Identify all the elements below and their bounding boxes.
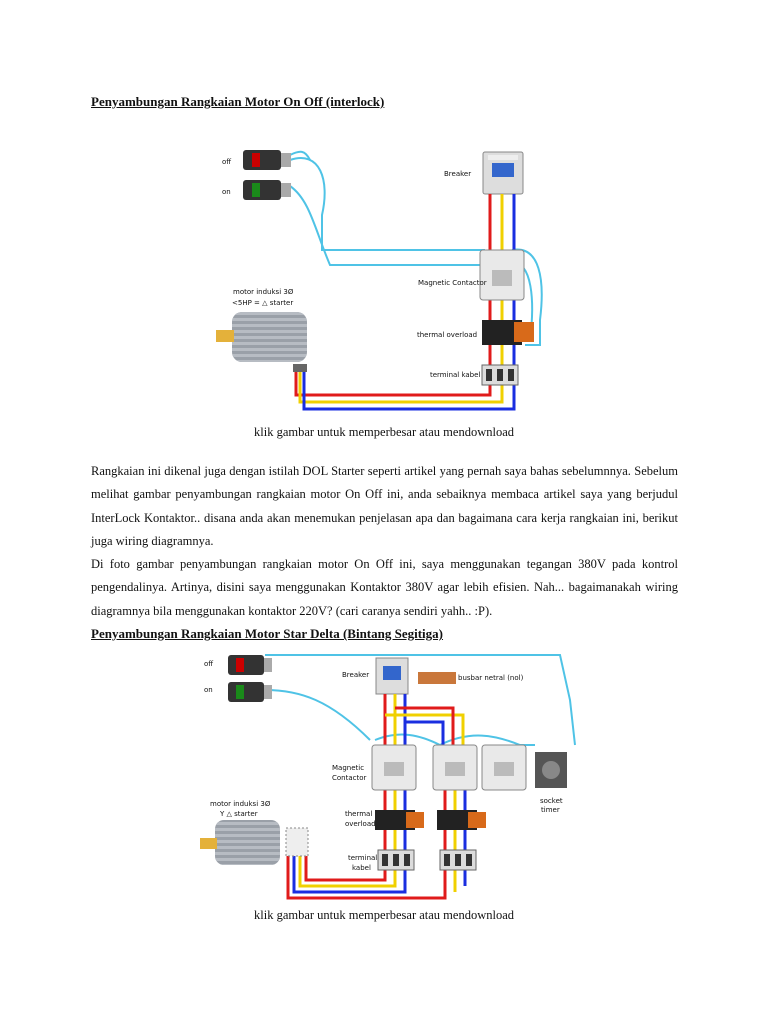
terminal-block-icon bbox=[439, 849, 477, 871]
busbar-icon bbox=[418, 672, 456, 684]
svg-text:Y △ starter: Y △ starter bbox=[219, 810, 258, 818]
paragraph-2: Di foto gambar penyambungan rangkaian mo… bbox=[91, 557, 678, 618]
terminal-block-icon bbox=[377, 849, 415, 871]
svg-text:socket: socket bbox=[540, 797, 563, 805]
socket-timer-icon bbox=[535, 752, 567, 788]
svg-text:motor induksi 3Ø: motor induksi 3Ø bbox=[233, 288, 294, 296]
svg-text:Breaker: Breaker bbox=[444, 170, 471, 178]
svg-text:thermal: thermal bbox=[345, 810, 372, 818]
on-button-icon bbox=[243, 180, 291, 200]
svg-text:overload: overload bbox=[345, 820, 376, 828]
svg-text:timer: timer bbox=[541, 806, 560, 814]
svg-text:thermal overload: thermal overload bbox=[417, 331, 477, 339]
section2-caption[interactable]: klik gambar untuk memperbesar atau mendo… bbox=[254, 908, 514, 922]
magnetic-contactor-icon bbox=[479, 249, 525, 301]
magnetic-contactor-icon bbox=[481, 744, 527, 791]
thermal-overload-icon bbox=[437, 810, 486, 830]
on-button-icon bbox=[228, 682, 272, 702]
motor-icon bbox=[200, 820, 309, 865]
svg-text:on: on bbox=[222, 188, 231, 196]
magnetic-contactor-icon bbox=[432, 744, 478, 791]
section2-heading: Penyambungan Rangkaian Motor Star Delta … bbox=[91, 626, 443, 641]
off-button-icon bbox=[228, 655, 272, 675]
svg-text:<5HP = △ starter: <5HP = △ starter bbox=[232, 299, 293, 307]
breaker-icon bbox=[375, 657, 409, 695]
svg-text:off: off bbox=[222, 158, 231, 166]
svg-text:terminal: terminal bbox=[348, 854, 377, 862]
svg-text:motor induksi 3Ø: motor induksi 3Ø bbox=[210, 800, 271, 808]
svg-text:Breaker: Breaker bbox=[342, 671, 369, 679]
on-off-wiring-diagram[interactable]: off on Breaker Magnetic Contactor therma… bbox=[0, 0, 768, 420]
svg-text:busbar netral (nol): busbar netral (nol) bbox=[458, 674, 524, 682]
motor-icon bbox=[216, 312, 307, 372]
terminal-block-icon bbox=[481, 364, 519, 386]
magnetic-contactor-icon bbox=[371, 744, 417, 791]
svg-text:kabel: kabel bbox=[352, 864, 371, 872]
svg-text:Magnetic: Magnetic bbox=[332, 764, 364, 772]
thermal-overload-icon bbox=[375, 810, 424, 830]
svg-text:Contactor: Contactor bbox=[332, 774, 367, 782]
svg-text:off: off bbox=[204, 660, 213, 668]
section1-caption[interactable]: klik gambar untuk memperbesar atau mendo… bbox=[254, 425, 514, 439]
off-button-icon bbox=[243, 150, 291, 170]
breaker-icon bbox=[482, 151, 524, 195]
thermal-overload-icon bbox=[482, 320, 534, 345]
section1-heading: Penyambungan Rangkaian Motor On Off (int… bbox=[91, 94, 385, 109]
svg-text:terminal kabel: terminal kabel bbox=[430, 371, 480, 379]
svg-text:Magnetic Contactor: Magnetic Contactor bbox=[418, 279, 487, 287]
paragraph-1: Rangkaian ini dikenal juga dengan istila… bbox=[91, 464, 678, 548]
svg-text:on: on bbox=[204, 686, 213, 694]
star-delta-wiring-diagram[interactable]: off on Breaker busbar netral (nol) bbox=[0, 640, 768, 900]
